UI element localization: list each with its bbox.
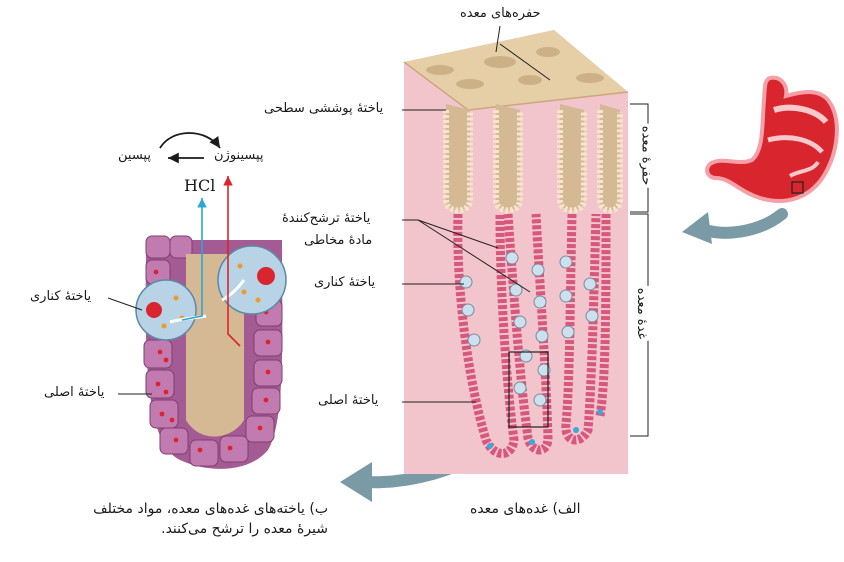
flow-arrow-right bbox=[682, 212, 782, 244]
label-chief-cell-right: یاختهٔ اصلی bbox=[318, 393, 378, 409]
label-parietal-cell-left: یاختهٔ کناری bbox=[30, 289, 91, 305]
label-surface-mucous-cell: یاختهٔ پوششی سطحی bbox=[264, 101, 383, 117]
label-mucous-secreting-cell-2: مادهٔ مخاطی bbox=[304, 233, 372, 249]
label-parietal-cell-right: یاختهٔ کناری bbox=[314, 275, 375, 291]
label-hcl: HCl bbox=[184, 176, 215, 195]
caption-alef: الف) غده‌های معده bbox=[470, 500, 581, 519]
label-gastric-pit-bracket: حفرهٔ معده bbox=[638, 124, 653, 188]
caption-be-line2: شیرهٔ معده را ترشح می‌کنند. bbox=[28, 520, 328, 539]
label-pepsinogen: پپسینوژن bbox=[214, 148, 264, 164]
activation-cycle bbox=[160, 133, 220, 158]
stomach-illustration bbox=[707, 78, 837, 201]
label-gastric-gland-bracket: غدهٔ معده bbox=[634, 286, 649, 341]
caption-be-line1: ب) یاخته‌های غده‌های معده، مواد مختلف bbox=[28, 500, 328, 519]
label-pepsin: پپسین bbox=[118, 148, 151, 164]
label-gastric-pits: حفره‌های معده bbox=[460, 6, 541, 22]
label-chief-cell-left: یاختهٔ اصلی bbox=[44, 385, 104, 401]
gland-closeup bbox=[136, 236, 286, 469]
label-mucous-secreting-cell-1: یاختهٔ ترشح‌کنندهٔ bbox=[282, 211, 370, 227]
